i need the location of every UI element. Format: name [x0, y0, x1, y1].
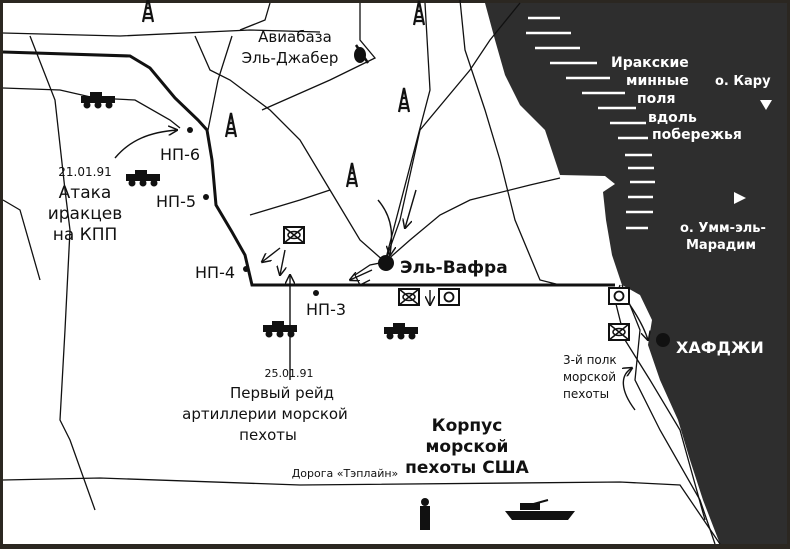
attack-label: Атака	[59, 183, 112, 203]
roads	[2, 0, 721, 545]
minefield-label: вдоль	[648, 110, 697, 126]
movement-arrows	[114, 130, 648, 411]
np4-label: НП-4	[195, 263, 235, 282]
mechanized-unit-icon	[283, 226, 305, 244]
np3-dot	[313, 290, 319, 296]
tank-icon	[505, 499, 575, 520]
np4-dot	[243, 266, 249, 272]
umm-label: Марадим	[686, 238, 756, 253]
attack-date: 21.01.91	[58, 165, 111, 179]
attack-label: иракцев	[48, 204, 123, 224]
minefield-label: поля	[637, 91, 676, 107]
sea	[485, 3, 787, 544]
khafji-label: ХАФДЖИ	[676, 338, 764, 357]
minefield-label: Иракские	[611, 55, 689, 71]
minefield-lines	[526, 16, 655, 230]
raid-date: 25.01.91	[265, 367, 314, 380]
island-icon	[760, 100, 772, 110]
regiment-label: пехоты	[563, 387, 609, 401]
corps-label: пехоты США	[405, 458, 530, 478]
road-label: Дорога «Тэплайн»	[292, 467, 399, 480]
raid-label: Первый рейд	[230, 384, 334, 402]
raid-label: артиллерии морской	[182, 405, 348, 423]
wafra-label: Эль-Вафра	[400, 258, 508, 278]
np6-dot	[187, 127, 193, 133]
airbase-label: Эль-Джабер	[242, 49, 339, 67]
regiment-label: морской	[563, 370, 616, 384]
corps-label: морской	[426, 437, 509, 457]
regiment-label: 3-й полк	[563, 353, 617, 367]
corps-label: Корпус	[432, 416, 503, 436]
mechanized-unit-icon	[608, 323, 630, 341]
minefield-label: побережья	[652, 127, 742, 143]
np6-label: НП-6	[160, 145, 200, 164]
attack-label: на КПП	[53, 225, 118, 245]
karu-label: о. Кару	[715, 74, 771, 89]
np5-label: НП-5	[156, 192, 196, 211]
soldier-icon	[420, 498, 430, 530]
island-icon	[734, 192, 746, 204]
town-dot-icon	[378, 255, 394, 271]
mechanized-unit-icon	[398, 288, 420, 306]
airfield-icon	[354, 44, 370, 64]
border-line	[2, 50, 615, 287]
artillery-unit-icon	[438, 288, 460, 306]
minefield-label: минные	[626, 73, 689, 89]
np5-dot	[203, 194, 209, 200]
umm-label: о. Умм-эль-	[680, 221, 766, 236]
np3-label: НП-3	[306, 300, 346, 319]
airbase-label: Авиабаза	[258, 28, 332, 46]
raid-label: пехоты	[239, 426, 297, 444]
artillery-unit-icon	[608, 287, 630, 305]
town-dot-icon	[656, 333, 670, 347]
